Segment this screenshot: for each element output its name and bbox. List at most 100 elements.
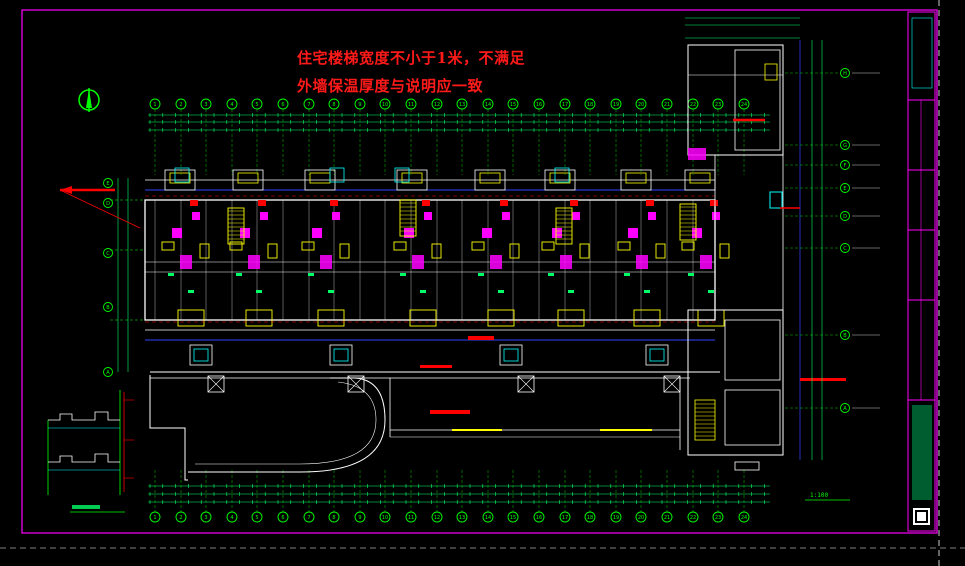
axis-label: 3 <box>204 515 207 521</box>
equipment-block <box>552 228 562 238</box>
lift-core <box>554 167 570 183</box>
room-tag <box>420 290 426 293</box>
room-tag <box>188 290 194 293</box>
axis-label: E <box>843 186 846 192</box>
lift-shaft <box>193 348 209 362</box>
fixture <box>689 172 711 184</box>
axis-label: D <box>106 201 110 207</box>
east-wing-plan <box>687 40 846 471</box>
axis-label: 16 <box>536 515 542 521</box>
axis-label: 15 <box>510 515 516 521</box>
axis-label: 20 <box>638 102 644 108</box>
axis-label: 18 <box>587 515 593 521</box>
axis-bubble <box>840 403 850 413</box>
axis-label: 11 <box>408 515 414 521</box>
axis-label: 23 <box>715 515 721 521</box>
fixture <box>431 243 442 259</box>
red-tag <box>500 200 508 206</box>
curved-ramp <box>149 375 681 481</box>
room-tag <box>256 290 262 293</box>
wing-room <box>724 389 781 446</box>
axis-label: 9 <box>358 102 361 108</box>
fixture <box>625 172 647 184</box>
axis-label: 24 <box>741 102 747 108</box>
lift-core <box>394 167 410 183</box>
axis-bubble <box>840 211 850 221</box>
axis-bubble <box>103 367 113 377</box>
equipment-block <box>688 148 706 160</box>
room-tag <box>168 273 174 276</box>
fixture <box>509 243 520 259</box>
fixture <box>655 243 666 259</box>
fixture <box>409 309 437 327</box>
axis-bubble <box>840 68 850 78</box>
axis-label: 5 <box>255 515 258 521</box>
axis-label: 8 <box>332 102 335 108</box>
fixture <box>471 241 485 251</box>
equipment-block <box>404 228 414 238</box>
axis-label: 4 <box>230 102 233 108</box>
balcony-bay <box>474 169 506 191</box>
axis-label: 12 <box>434 515 440 521</box>
room-tag <box>688 273 694 276</box>
balcony-bay <box>304 169 336 191</box>
axis-bubble <box>103 248 113 258</box>
equipment-block <box>712 212 720 220</box>
dimension-lines <box>148 17 800 504</box>
fixture <box>764 63 778 81</box>
axis-label: 19 <box>613 515 619 521</box>
column-cross <box>207 375 225 393</box>
axis-label: 5 <box>255 102 258 108</box>
equipment-block <box>180 255 192 269</box>
balcony-bay <box>544 169 576 191</box>
fixture <box>245 309 273 327</box>
axis-label: 13 <box>459 515 465 521</box>
bay-window <box>499 344 523 366</box>
axis-bubble <box>103 302 113 312</box>
room-tag <box>308 273 314 276</box>
equipment-block <box>502 212 510 220</box>
red-label <box>420 365 452 368</box>
equipment-block <box>412 255 424 269</box>
axis-label: 1 <box>153 515 156 521</box>
axis-label: F <box>844 163 847 169</box>
room-tag <box>478 273 484 276</box>
axis-label: 24 <box>741 515 747 521</box>
equipment-block <box>332 212 340 220</box>
axis-bubble <box>840 330 850 340</box>
fixture <box>557 309 585 327</box>
axis-label: 12 <box>434 102 440 108</box>
axis-label: C <box>843 246 847 252</box>
equipment-block <box>482 228 492 238</box>
room-tag <box>568 290 574 293</box>
stair-core <box>555 207 573 245</box>
lift-shaft <box>333 348 349 362</box>
balcony-bay <box>620 169 652 191</box>
red-label <box>430 410 470 414</box>
fixture <box>549 172 571 184</box>
red-tag <box>258 200 266 206</box>
equipment-block <box>572 212 580 220</box>
axis-label: 3 <box>204 102 207 108</box>
red-label <box>468 336 494 340</box>
room-tag <box>236 273 242 276</box>
equipment-block <box>560 255 572 269</box>
red-tag <box>710 200 718 206</box>
column <box>207 375 225 393</box>
axis-bubble <box>840 183 850 193</box>
equipment-block <box>648 212 656 220</box>
lift-core <box>329 167 345 183</box>
axis-label: 13 <box>459 102 465 108</box>
axis-label: 23 <box>715 102 721 108</box>
room-tag <box>708 290 714 293</box>
equipment-block <box>424 212 432 220</box>
red-tag <box>422 200 430 206</box>
fixture <box>579 243 590 259</box>
fixture <box>199 243 210 259</box>
fixture <box>617 241 631 251</box>
wing-room <box>724 319 781 381</box>
equipment-block <box>628 228 638 238</box>
